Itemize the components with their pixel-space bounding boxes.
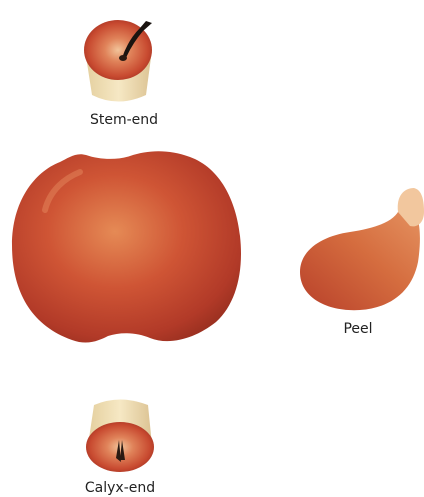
calyx-end-face [86,422,154,472]
calyx-end-label: Calyx-end [70,480,170,496]
stem-end-slice [84,20,152,102]
whole-apple [12,151,241,342]
peel-label: Peel [318,321,398,337]
stem-cavity [119,55,127,61]
calyx-end-slice [86,400,154,473]
stem-end-label: Stem-end [74,112,174,128]
whole-apple-body [12,151,241,342]
peel-strip [300,188,424,310]
peel-body [300,206,420,310]
